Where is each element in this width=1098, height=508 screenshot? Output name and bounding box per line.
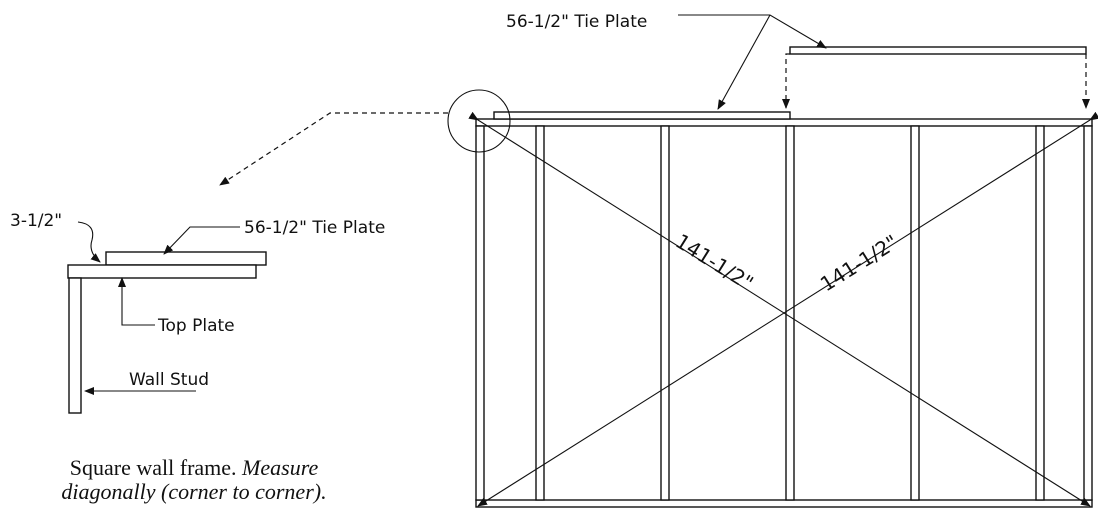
top-plate-main xyxy=(475,118,1093,127)
tie-plate-leader-top-b xyxy=(717,14,771,110)
tie-plate-label-detail: 56-1/2" Tie Plate xyxy=(244,218,385,238)
diagonal-label-right: 141-1/2" xyxy=(816,230,902,296)
stud-3 xyxy=(785,125,795,501)
bottom-plate-main xyxy=(475,499,1093,508)
corner-magnifier-circle xyxy=(447,89,511,153)
stud-1 xyxy=(535,125,545,501)
magnifier-dashed-pointer xyxy=(219,112,448,186)
diagonal-line-b xyxy=(477,111,1098,507)
stud-4 xyxy=(910,125,920,501)
detail-tie-plate xyxy=(105,251,267,266)
end-stud-right xyxy=(1083,125,1093,501)
drop-line-left xyxy=(782,53,790,109)
stud-5 xyxy=(1035,125,1045,501)
caption-italic-2: diagonally (corner to corner). xyxy=(61,479,327,504)
caption-italic-1: Measure xyxy=(242,455,319,480)
wall-stud-label: Wall Stud xyxy=(129,370,209,390)
stud-2 xyxy=(660,125,670,501)
top-plate-label: Top Plate xyxy=(157,316,235,336)
tie-plate-leader-top xyxy=(678,14,827,49)
tie-plate-installed xyxy=(493,111,791,120)
top-plate-leader xyxy=(118,277,155,326)
corner-detail xyxy=(67,251,267,414)
end-stud-left xyxy=(475,125,485,501)
diagonal-label-left: 141-1/2" xyxy=(671,229,757,295)
detail-top-plate xyxy=(67,264,257,279)
tie-plate-lifted xyxy=(789,46,1087,55)
dimension-leader xyxy=(77,221,101,263)
dimension-label-3-1-2: 3-1/2" xyxy=(10,211,62,231)
figure-caption: Square wall frame. Measure diagonally (c… xyxy=(14,456,374,504)
tie-plate-label-top: 56-1/2" Tie Plate xyxy=(506,12,647,32)
detail-wall-stud xyxy=(68,277,82,414)
caption-plain: Square wall frame. xyxy=(69,455,243,480)
tie-plate-leader-detail xyxy=(163,226,240,255)
